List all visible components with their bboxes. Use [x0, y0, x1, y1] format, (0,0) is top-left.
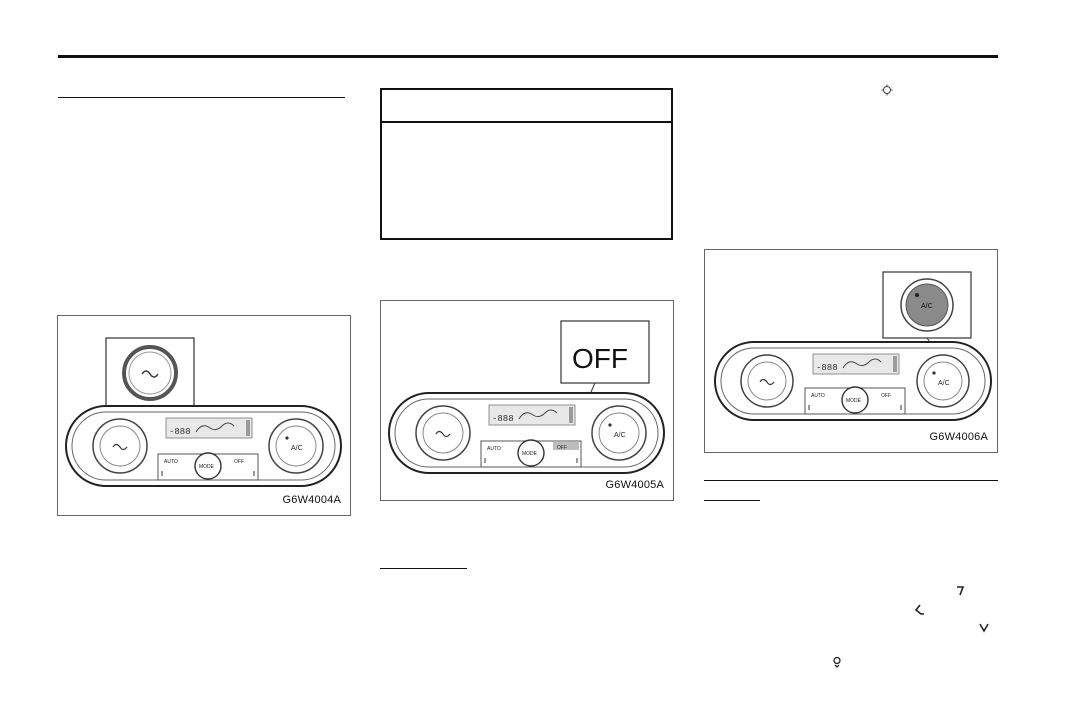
ac-knob-label: A/C	[614, 432, 626, 439]
ac-knob-label: A/C	[291, 445, 303, 452]
section-rule-short	[704, 500, 760, 501]
snowflake-icon	[881, 83, 893, 101]
mode-button-label: MODE	[199, 464, 215, 470]
figure-g6w4005a: OFF A/C -888 AUTO OFF MODE G6W4005A	[380, 300, 674, 501]
vent-bilevel-icon	[914, 603, 926, 621]
mode-button-label: MODE	[522, 451, 538, 457]
warning-box	[380, 88, 673, 240]
off-callout-text: OFF	[572, 343, 628, 374]
section-rule	[704, 480, 998, 481]
defrost-floor-icon	[831, 655, 843, 673]
warning-box-header-rule	[382, 121, 671, 123]
climate-panel-drawing: A/C A/C -888 AUTO OFF MODE	[714, 271, 992, 421]
ac-callout-label: A/C	[921, 303, 933, 310]
svg-text:-888: -888	[492, 414, 514, 424]
figure-g6w4004a: A/C -888 AUTO OFF MODE G6W4004A	[57, 315, 351, 516]
mode-button-label: MODE	[846, 398, 862, 404]
svg-text:-888: -888	[816, 363, 838, 373]
section-heading-rule	[58, 97, 345, 98]
figure-caption: G6W4005A	[605, 479, 664, 491]
svg-text:-888: -888	[169, 427, 191, 437]
vent-face-icon	[955, 584, 967, 602]
top-rule	[58, 55, 998, 58]
climate-panel-drawing: A/C -888 AUTO OFF MODE	[65, 337, 342, 487]
vent-floor-icon	[978, 620, 990, 638]
off-button-label: OFF	[234, 459, 244, 465]
figure-caption: G6W4004A	[282, 494, 341, 506]
off-button-label: OFF	[557, 445, 567, 451]
auto-button-label: AUTO	[487, 446, 501, 452]
auto-button-label: AUTO	[164, 459, 178, 465]
auto-button-label: AUTO	[811, 393, 825, 399]
figure-caption: G6W4006A	[929, 431, 988, 443]
ac-knob-label: A/C	[938, 380, 950, 387]
figure-g6w4006a: A/C A/C -888 AUTO OFF MODE G6W4006A	[704, 249, 998, 453]
climate-panel-drawing: OFF A/C -888 AUTO OFF MODE	[388, 320, 665, 474]
off-button-label: OFF	[881, 393, 891, 399]
subheading-rule	[380, 568, 467, 569]
